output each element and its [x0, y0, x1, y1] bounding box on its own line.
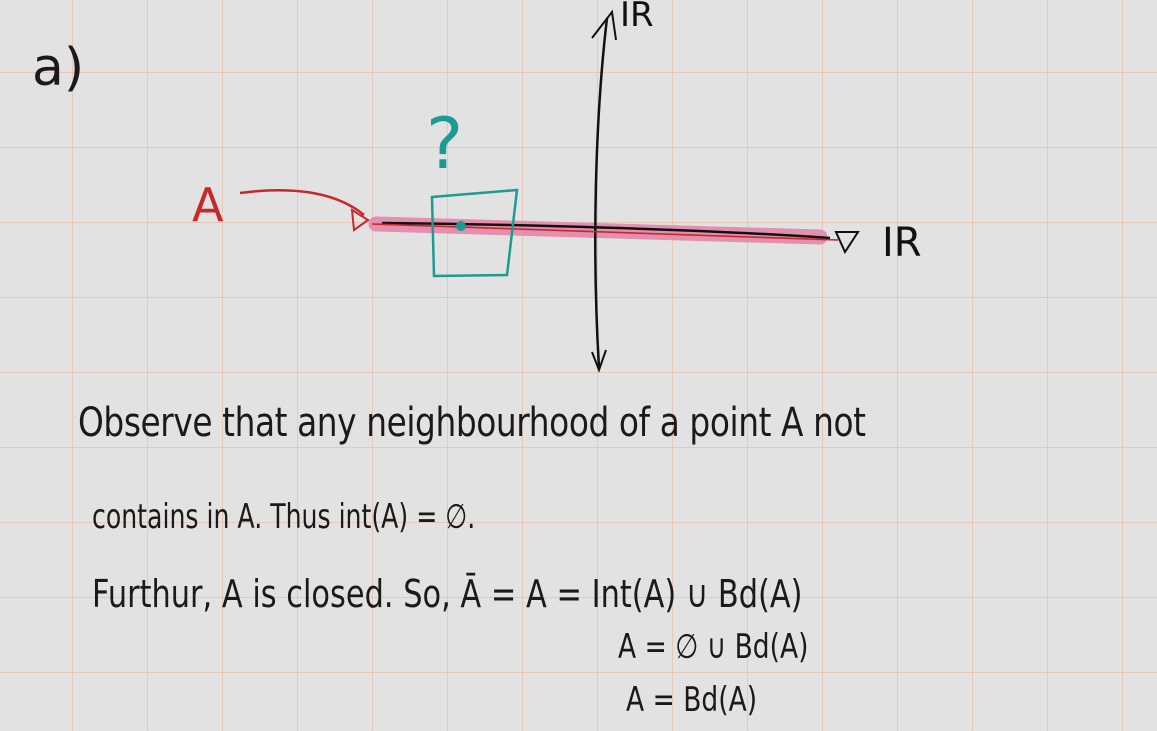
part-label: a) [32, 38, 84, 98]
observation-line-2: contains in A. Thus int(A) = ∅. [92, 497, 476, 537]
y-axis-line [594, 17, 609, 369]
set-label-arrow [239, 189, 365, 216]
equation-step-2: A = Bd(A) [626, 680, 758, 720]
y-axis-label: IR [620, 0, 654, 35]
x-axis-line [381, 221, 831, 240]
set-a-red-line [371, 223, 839, 241]
y-axis-arrowhead-icon [591, 9, 617, 41]
y-axis-arrowhead-down-icon [591, 349, 607, 373]
question-mark: ? [426, 103, 463, 185]
point-in-a [456, 221, 466, 231]
set-label-arrowhead-icon [350, 208, 370, 232]
neighbourhood-box [430, 188, 519, 278]
x-axis-arrowhead-icon [834, 231, 860, 255]
observation-line-1: Observe that any neighbourhood of a poin… [78, 400, 866, 446]
closure-equation-line: Furthur, A is closed. So, Ā = A = Int(A)… [92, 572, 803, 616]
set-label: A [192, 178, 224, 232]
x-axis-label: IR [882, 220, 922, 266]
equation-step-1: A = ∅ ∪ Bd(A) [618, 627, 809, 667]
